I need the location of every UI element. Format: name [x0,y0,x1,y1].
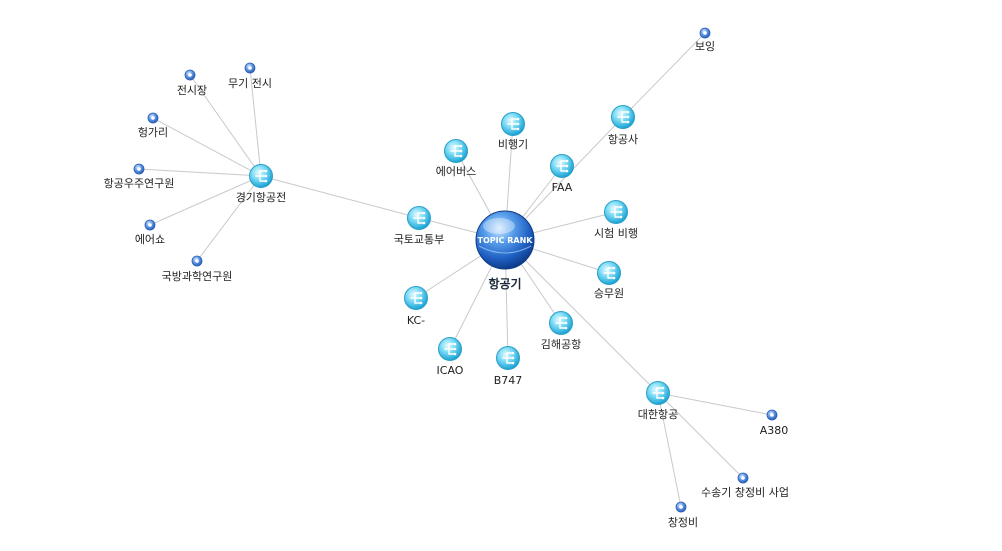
node-airshow-gg[interactable]: 경기항공전 [236,164,287,205]
center-badge-text: TOPIC RANK [478,236,534,245]
node-label: FAA [552,181,573,194]
node-a380[interactable]: A380 [760,409,789,437]
edge-n_molit-n_airshow_gg [260,175,420,219]
node-kc[interactable]: KC- [404,286,428,328]
node-label: 수송기 창정비 사업 [701,486,789,499]
node-label: 비행기 [498,138,528,151]
node-label: 김해공항 [541,337,581,351]
node-airplane[interactable]: 비행기 [498,112,528,152]
node-transport-maint[interactable]: 수송기 창정비 사업 [701,472,789,499]
node-label: B747 [494,374,523,387]
node-label: 헝가리 [138,126,168,139]
node-label: 항공우주연구원 [104,177,175,190]
node-testflight[interactable]: 시험 비행 [594,200,638,241]
edge-n_airshow_gg-n_hangari [152,117,262,177]
node-label: 국토교통부 [394,233,445,246]
node-airline[interactable]: 항공사 [608,105,638,147]
node-label: 무기 전시 [228,77,272,90]
node-label: 국방과학연구원 [162,270,233,283]
node-boeing-co[interactable]: 보잉 [695,27,715,53]
edge-center-n_korean_air [504,239,659,394]
node-label: 보잉 [695,40,715,53]
edge-n_airshow_gg-n_exhibit_hall [189,74,262,177]
node-label: 에어버스 [436,165,476,178]
edge-n_airline-n_boeing_co [622,32,706,118]
edge-n_korean_air-n_depot_maint [657,392,682,508]
node-label: 전시장 [177,84,207,97]
node-hangari[interactable]: 헝가리 [138,112,168,139]
edge-n_korean_air-n_transport_maint [657,392,744,479]
node-icao[interactable]: ICAO [437,337,464,378]
center-label: 항공기 [488,276,521,291]
node-add[interactable]: 국방과학연구원 [162,255,233,283]
node-label: A380 [760,424,789,437]
node-label: 항공사 [608,133,638,146]
node-label: 승무원 [594,287,624,300]
node-kari[interactable]: 항공우주연구원 [104,163,175,190]
node-label: ICAO [437,364,464,377]
edge-n_airshow_gg-n_add [196,175,262,262]
edges-layer [138,32,773,508]
node-exhibit-hall[interactable]: 전시장 [177,69,207,97]
edge-n_korean_air-n_a380 [657,392,773,416]
node-label: 시험 비행 [594,227,638,240]
node-label: 에어쇼 [135,233,165,246]
edge-n_airshow_gg-n_kari [138,168,262,177]
edge-n_airshow_gg-n_weapon_exhibit [249,67,262,177]
node-label: KC- [407,314,425,327]
globe-icon [475,210,535,270]
node-label: 경기항공전 [236,191,287,204]
node-depot-maint[interactable]: 창정비 [668,501,698,529]
node-crew[interactable]: 승무원 [594,261,624,301]
node-faa[interactable]: FAA [550,154,574,195]
node-airshow[interactable]: 에어쇼 [135,219,165,246]
node-label: 대한항공 [638,408,678,421]
node-weapon-exhibit[interactable]: 무기 전시 [228,62,272,90]
node-korean-air[interactable]: 대한항공 [638,381,678,422]
edge-n_airshow_gg-n_airshow [149,175,262,226]
center-node[interactable]: TOPIC RANK 항공기 [475,210,535,291]
node-gimhae[interactable]: 김해공항 [541,311,581,352]
node-label: 창정비 [668,516,698,529]
node-b747[interactable]: B747 [494,346,523,388]
node-molit[interactable]: 국토교통부 [394,206,445,247]
node-airbus[interactable]: 에어버스 [436,139,476,179]
